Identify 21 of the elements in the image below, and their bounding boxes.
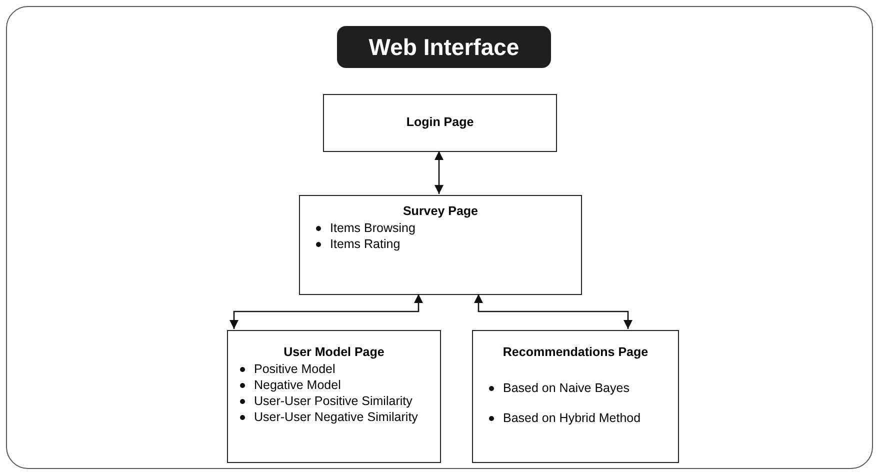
list-item: Based on Hybrid Method bbox=[503, 411, 641, 425]
page-box bbox=[323, 94, 557, 152]
arrow bbox=[473, 294, 632, 328]
box-heading: Login Page bbox=[405, 115, 475, 129]
page-box bbox=[299, 195, 582, 295]
arrow bbox=[434, 150, 444, 194]
list-item: Positive Model bbox=[254, 362, 336, 376]
box-heading: Survey Page bbox=[402, 204, 480, 218]
container-frame bbox=[6, 6, 873, 469]
page-box bbox=[227, 330, 441, 463]
title-badge: Web Interface bbox=[337, 26, 551, 68]
list-item: Items Browsing bbox=[330, 221, 416, 235]
list-item: Based on Naive Bayes bbox=[503, 381, 630, 395]
list-item: User-User Negative Similarity bbox=[254, 410, 418, 424]
list-item: Negative Model bbox=[254, 378, 341, 392]
box-heading: Recommendations Page bbox=[502, 345, 650, 359]
list-item: User-User Positive Similarity bbox=[254, 394, 412, 408]
box-heading: User Model Page bbox=[282, 345, 386, 359]
arrow bbox=[228, 294, 423, 328]
list-item: Items Rating bbox=[330, 237, 400, 251]
page-box bbox=[472, 330, 679, 463]
